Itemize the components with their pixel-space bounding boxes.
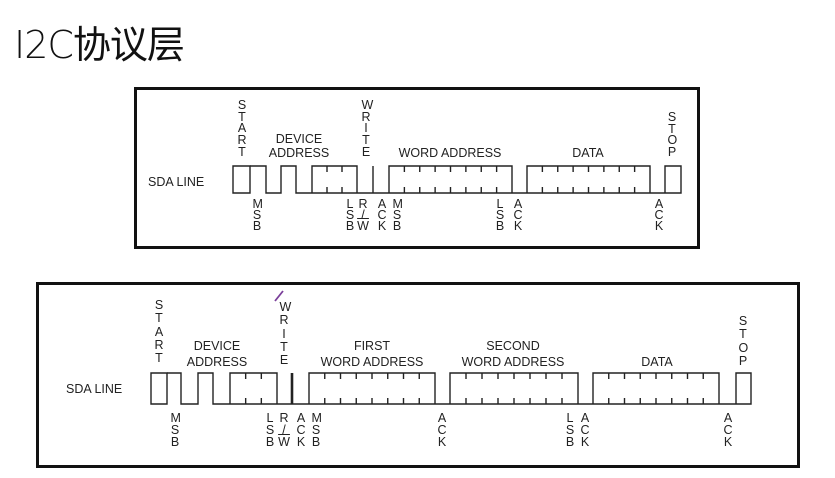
device-address-box xyxy=(229,372,278,404)
diagram-1-frame xyxy=(134,87,700,249)
write-label: WRITE xyxy=(279,300,292,368)
ack-label: ACK xyxy=(580,411,590,449)
second-word-address-label: WORD ADDRESS xyxy=(461,355,565,369)
stop-bit-box xyxy=(735,372,752,405)
sda-signal-line xyxy=(250,165,665,194)
device-label: DEVICE xyxy=(193,339,241,353)
r-letter: R xyxy=(279,411,289,425)
write-label: WRITE xyxy=(361,98,374,159)
sda-signal-line xyxy=(167,372,736,405)
ack-label: ACK xyxy=(513,197,523,233)
start-label: START xyxy=(154,298,164,366)
address-label: ADDRESS xyxy=(186,355,248,369)
lsb-label: LSB xyxy=(495,197,505,233)
pen-annotation-mark xyxy=(274,290,284,302)
data-label: DATA xyxy=(641,355,673,369)
msb-label: MSB xyxy=(170,411,181,449)
stop-bit-box xyxy=(664,165,682,194)
msb-label: MSB xyxy=(392,197,403,233)
stop-label: STOP xyxy=(667,110,678,160)
ack-label: ACK xyxy=(723,411,733,449)
first-word-address-label: WORD ADDRESS xyxy=(320,355,424,369)
w-overline-letter: W xyxy=(357,219,369,233)
data-label: DATA xyxy=(572,146,604,160)
w-overline-letter: W xyxy=(278,435,290,449)
sda-line-label: SDA LINE xyxy=(148,175,205,189)
slash: / xyxy=(282,423,286,437)
sda-line-label: SDA LINE xyxy=(66,382,123,396)
word-address-label: WORD ADDRESS xyxy=(398,146,502,160)
address-label: ADDRESS xyxy=(268,146,330,160)
msb-label: MSB xyxy=(252,197,263,233)
diagram-2-frame xyxy=(36,282,800,468)
ack-label: ACK xyxy=(296,411,306,449)
read-write-label: R / W xyxy=(357,197,369,233)
ack-label: ACK xyxy=(377,197,387,233)
device-address-box xyxy=(311,165,358,193)
ack-label: ACK xyxy=(654,197,664,233)
page-title: I2C协议层 xyxy=(14,23,185,67)
lsb-label: LSB xyxy=(565,411,575,449)
read-write-label: R / W xyxy=(278,411,290,449)
start-bit-box xyxy=(150,372,168,405)
device-label: DEVICE xyxy=(275,132,323,146)
lsb-label: LSB xyxy=(345,197,355,233)
ack-label: ACK xyxy=(437,411,447,449)
second-label: SECOND xyxy=(486,339,540,353)
first-label: FIRST xyxy=(353,339,391,353)
start-bit-box xyxy=(232,165,251,194)
slash: / xyxy=(361,208,365,222)
msb-label: MSB xyxy=(311,411,322,449)
stop-label: STOP xyxy=(738,314,749,368)
lsb-label: LSB xyxy=(265,411,275,449)
start-label: START xyxy=(237,98,247,159)
r-letter: R xyxy=(358,197,368,211)
